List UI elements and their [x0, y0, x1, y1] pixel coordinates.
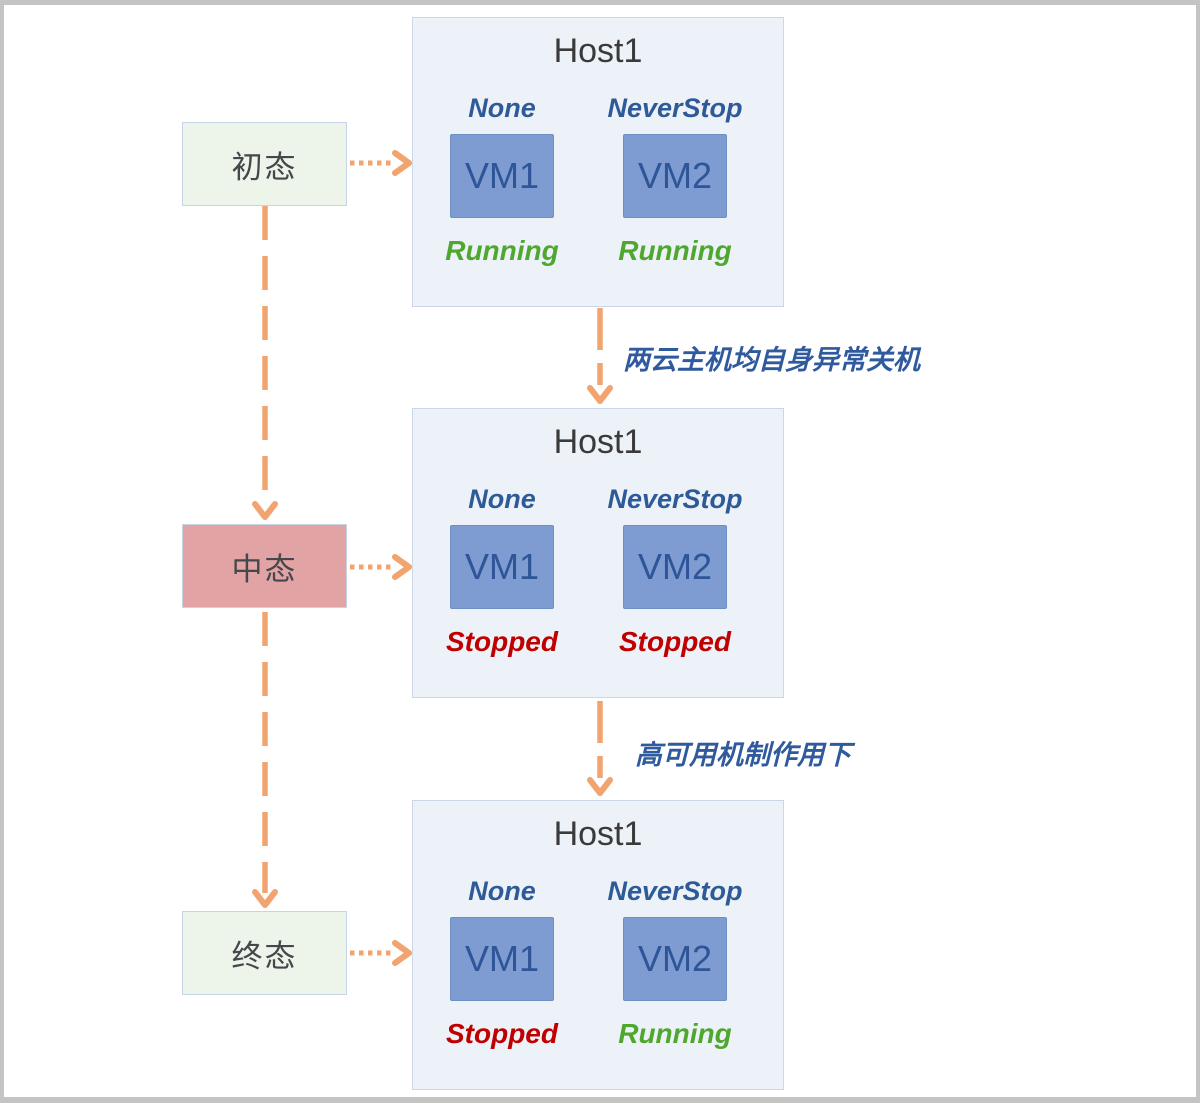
- vm-policy-label: NeverStop: [607, 484, 743, 514]
- vm-box-vm1: VM1: [450, 917, 554, 1001]
- vm-box-vm1: VM1: [450, 134, 554, 218]
- host-title: Host1: [553, 815, 643, 853]
- arrow-middle-to-host: [349, 553, 413, 581]
- vm-column-vm1: None VM1 Stopped: [427, 871, 577, 1051]
- vm-status-label: Running: [618, 1018, 732, 1049]
- state-label-initial: 初态: [231, 149, 298, 185]
- vm-name: VM1: [464, 155, 540, 196]
- vm-row: None VM1 Running NeverStop VM2 Running: [413, 88, 783, 268]
- vm-box-vm1: VM1: [450, 525, 554, 609]
- vm-policy-label: None: [468, 93, 536, 123]
- arrow-host2-to-host3: [586, 701, 614, 798]
- vm-policy-label: None: [468, 484, 536, 514]
- vm-box-vm2: VM2: [623, 525, 727, 609]
- vm-box-vm2: VM2: [623, 134, 727, 218]
- vm-column-vm1: None VM1 Running: [427, 88, 577, 268]
- vm-column-vm1: None VM1 Stopped: [427, 479, 577, 659]
- arrow-host1-to-host2: [586, 308, 614, 406]
- vm-policy-label: NeverStop: [607, 93, 743, 123]
- arrow-middle-to-final: [251, 612, 279, 910]
- vm-policy-label: NeverStop: [607, 876, 743, 906]
- state-node-middle: 中态: [182, 524, 347, 608]
- vm-row: None VM1 Stopped NeverStop VM2 Stopped: [413, 479, 783, 659]
- vm-column-vm2: NeverStop VM2 Running: [600, 871, 750, 1051]
- vm-status-label: Stopped: [446, 626, 558, 657]
- state-label-final: 终态: [231, 938, 298, 974]
- host-card-3: Host1 None VM1 Stopped NeverStop VM2 Run…: [412, 800, 784, 1090]
- vm-name: VM2: [637, 938, 713, 979]
- arrow-initial-to-middle: [251, 206, 279, 522]
- vm-row: None VM1 Stopped NeverStop VM2 Running: [413, 871, 783, 1051]
- state-node-final: 终态: [182, 911, 347, 995]
- vm-status-label: Running: [618, 235, 732, 266]
- vm-name: VM2: [637, 546, 713, 587]
- vm-name: VM1: [464, 938, 540, 979]
- transition-label-ha-mechanism: 高可用机制作用下: [635, 740, 851, 770]
- vm-status-label: Stopped: [619, 626, 731, 657]
- vm-name: VM1: [464, 546, 540, 587]
- vm-box-vm2: VM2: [623, 917, 727, 1001]
- vm-column-vm2: NeverStop VM2 Running: [600, 88, 750, 268]
- host-card-1: Host1 None VM1 Running NeverStop VM2 Run…: [412, 17, 784, 307]
- host-card-2: Host1 None VM1 Stopped NeverStop VM2 Sto…: [412, 408, 784, 698]
- arrow-final-to-host: [349, 939, 413, 967]
- state-label-middle: 中态: [231, 551, 298, 587]
- vm-status-label: Stopped: [446, 1018, 558, 1049]
- host-title: Host1: [553, 32, 643, 70]
- state-node-initial: 初态: [182, 122, 347, 206]
- transition-label-abnormal-shutdown: 两云主机均自身异常关机: [623, 345, 920, 375]
- vm-status-label: Running: [445, 235, 559, 266]
- vm-policy-label: None: [468, 876, 536, 906]
- vm-name: VM2: [637, 155, 713, 196]
- host-title: Host1: [553, 423, 643, 461]
- vm-column-vm2: NeverStop VM2 Stopped: [600, 479, 750, 659]
- arrow-initial-to-host: [349, 149, 413, 177]
